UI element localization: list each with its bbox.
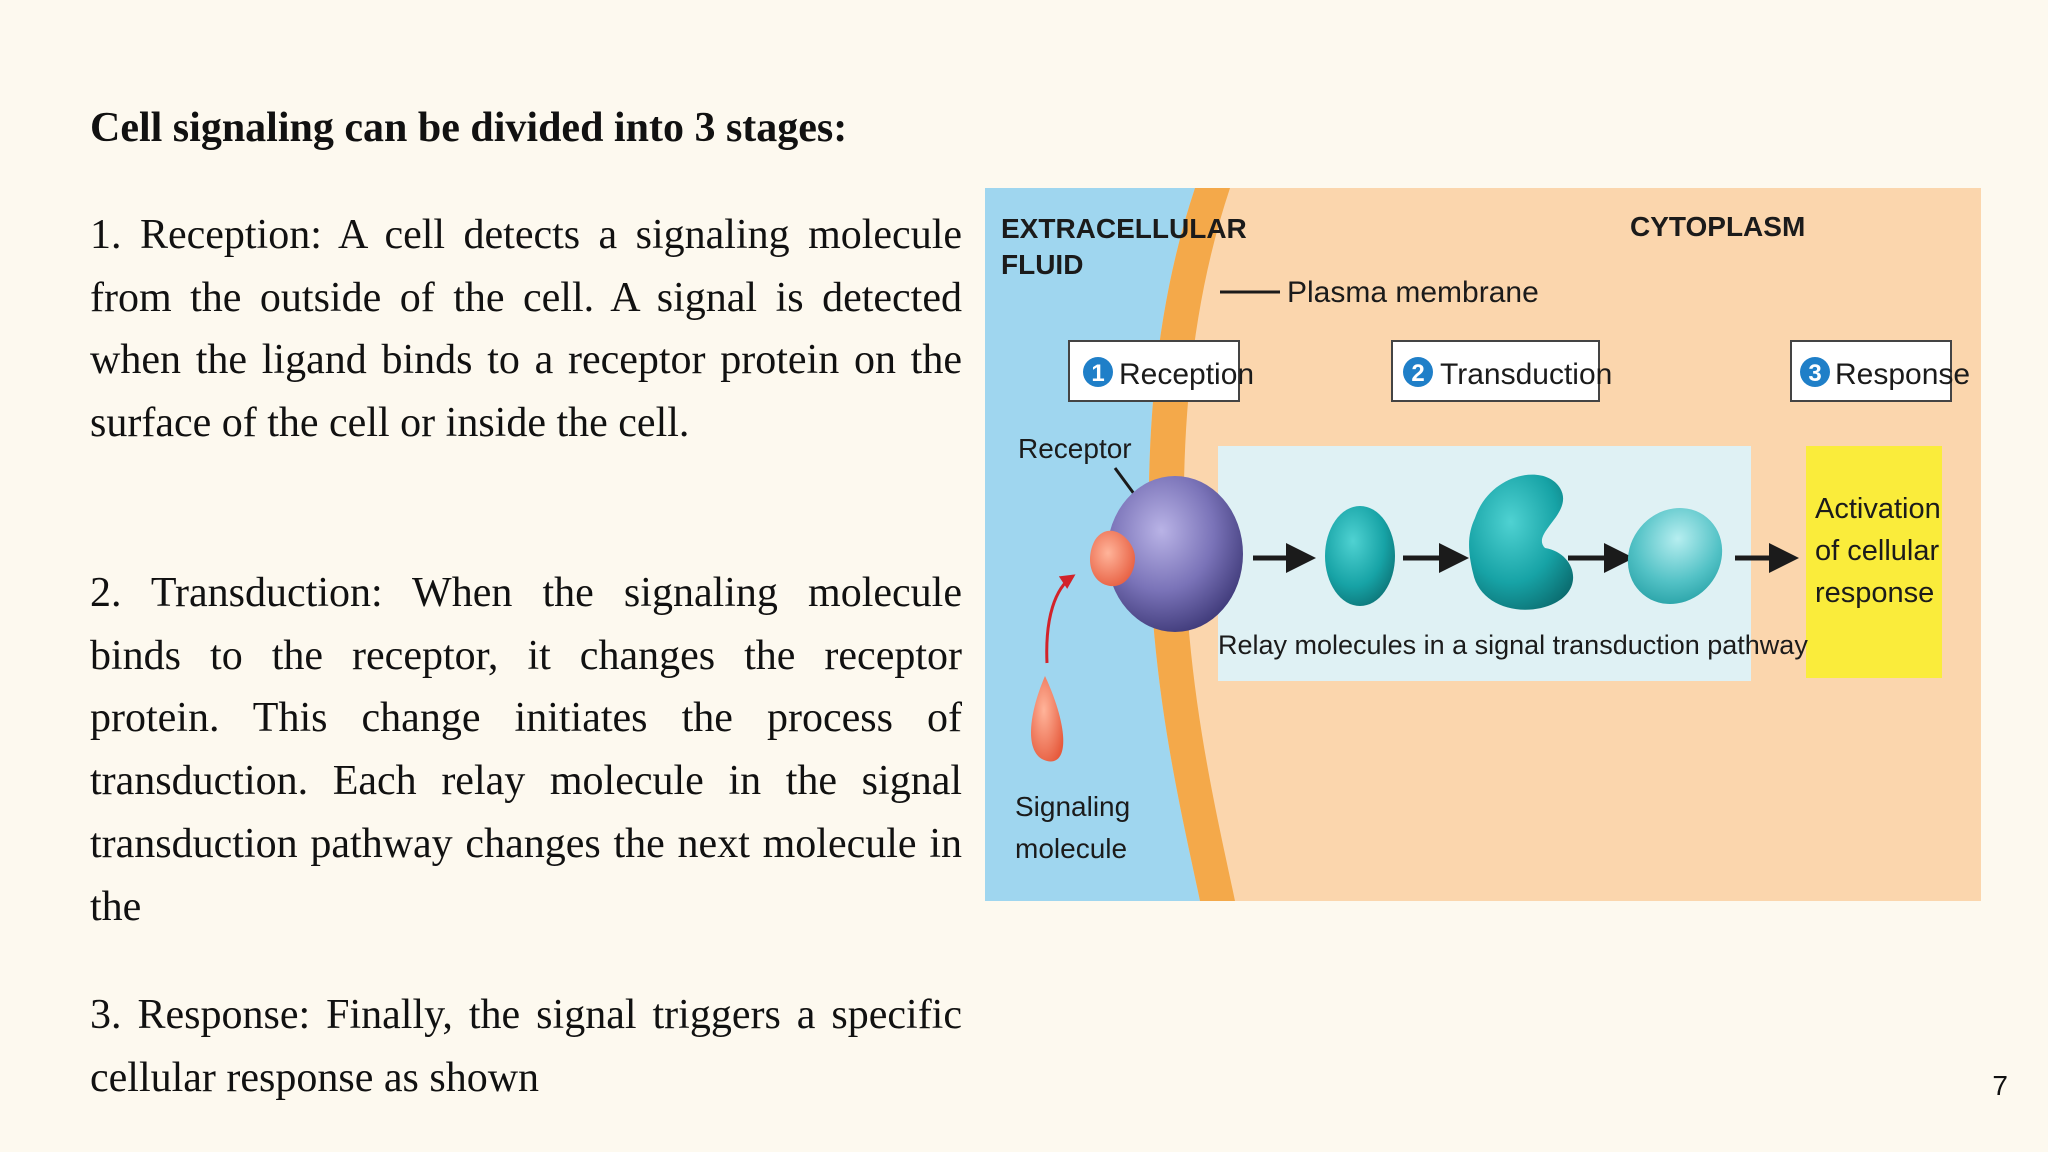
response-box [1806, 446, 1942, 678]
relay-caption: Relay molecules in a signal transduction… [1218, 630, 1808, 660]
receptor-label: Receptor [1018, 433, 1132, 464]
stage-reception-box: 1 Reception [1068, 340, 1254, 402]
activation-line-1: Activation [1815, 493, 1941, 525]
plasma-membrane-label: Plasma membrane [1287, 276, 1539, 309]
stage-2-badge [1403, 357, 1433, 387]
paragraph-transduction: 2. Transduction: When the signaling mole… [90, 570, 962, 930]
stage-1-label: Reception [1119, 358, 1254, 391]
stage-2-number: 2 [1411, 360, 1424, 387]
bound-ligand [1090, 530, 1135, 587]
paragraph-response: 3. Response: Finally, the signal trigger… [90, 992, 962, 1101]
stage-1-badge [1083, 357, 1113, 387]
page-number: 7 [1992, 1070, 2008, 1101]
stage-3-label: Response [1835, 358, 1970, 391]
stage-1-number: 1 [1091, 360, 1104, 387]
diagram-canvas: EXTRACELLULAR FLUID CYTOPLASM Plasma mem… [985, 188, 1981, 901]
relay-molecule-3 [1627, 508, 1723, 604]
slide-title: Cell signaling can be divided into 3 sta… [90, 105, 848, 151]
activation-line-2: of cellular [1815, 535, 1939, 567]
signaling-label-1: Signaling [1015, 791, 1130, 822]
stage-2-label: Transduction [1440, 358, 1612, 391]
free-signaling-molecule [1031, 676, 1064, 762]
relay-molecule-1 [1325, 506, 1395, 606]
stage-transduction-box: 2 Transduction [1391, 340, 1612, 402]
receptor-protein [1107, 476, 1243, 632]
extracellular-label-1: EXTRACELLULAR [1001, 213, 1247, 244]
cell-signaling-diagram: EXTRACELLULAR FLUID CYTOPLASM Plasma mem… [985, 188, 1981, 901]
stage-3-number: 3 [1808, 360, 1821, 387]
signaling-label-2: molecule [1015, 833, 1127, 864]
relay-molecule-2 [1469, 474, 1574, 610]
extracellular-label-2: FLUID [1001, 249, 1083, 280]
ligand-binding-arrow [1045, 574, 1076, 664]
stage-response-box: 3 Response [1790, 340, 1970, 402]
cytoplasm-label: CYTOPLASM [1630, 211, 1805, 242]
paragraph-reception: 1. Reception: A cell detects a signaling… [90, 212, 962, 447]
stage-3-badge [1800, 357, 1830, 387]
activation-line-3: response [1815, 577, 1934, 609]
